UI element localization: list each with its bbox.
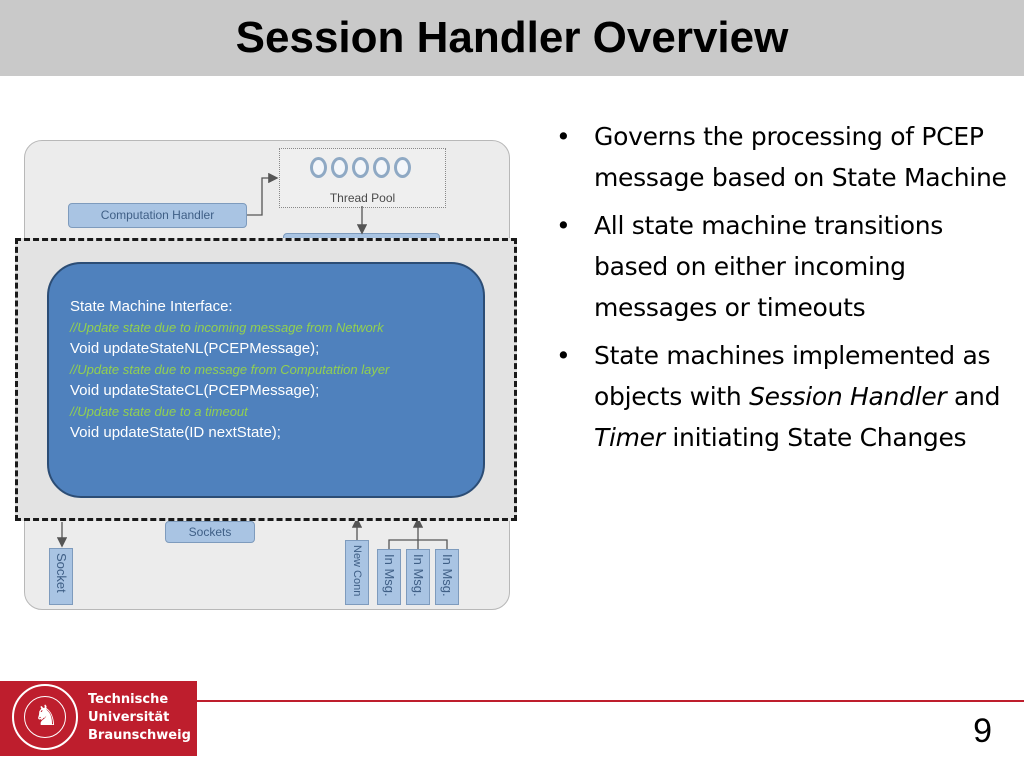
- university-name: Technische Universität Braunschweig: [88, 691, 191, 745]
- university-logo: ♞ Technische Universität Braunschweig: [0, 681, 197, 756]
- university-name-line: Braunschweig: [88, 728, 191, 743]
- arrow-computation-to-threadpool: [247, 172, 279, 216]
- bullet-text: State machines implemented as objects wi…: [594, 341, 1000, 452]
- page-number: 9: [973, 712, 992, 750]
- sm-method-update-nl: Void updateStateNL(PCEPMessage);: [70, 340, 320, 357]
- socket-box: Socket: [49, 548, 73, 605]
- title-bar: [0, 0, 1024, 76]
- bullet-text: All state machine transitions based on e…: [594, 211, 944, 322]
- sm-comment-network: //Update state due to incoming message f…: [70, 320, 384, 335]
- state-machine-interface-box: [47, 262, 485, 498]
- sm-method-update-cl: Void updateStateCL(PCEPMessage);: [70, 382, 320, 399]
- sm-comment-timeout: //Update state due to a timeout: [70, 404, 248, 419]
- in-msg-box: In Msg.: [435, 549, 459, 605]
- lion-icon: ♞: [33, 700, 59, 731]
- thread-icon: [331, 157, 348, 178]
- thread-pool-label: Thread Pool: [329, 191, 396, 205]
- thread-icon: [394, 157, 411, 178]
- sockets-box: Sockets: [165, 521, 255, 543]
- sm-comment-computation: //Update state due to message from Compu…: [70, 362, 390, 377]
- bullet-text-part: and: [946, 382, 1001, 411]
- thread-icon: [352, 157, 369, 178]
- thread-icon: [310, 157, 327, 178]
- in-msg-box: In Msg.: [406, 549, 430, 605]
- thread-icon: [373, 157, 390, 178]
- bullet-item: • Governs the processing of PCEP message…: [556, 116, 1018, 198]
- bullet-text-part: initiating State Changes: [664, 423, 967, 452]
- sm-heading: State Machine Interface:: [70, 298, 233, 315]
- bullet-item: • State machines implemented as objects …: [556, 335, 1018, 458]
- bullet-list: • Governs the processing of PCEP message…: [556, 116, 1018, 465]
- thread-pool-box: Thread Pool: [279, 148, 446, 208]
- state-machine-interface-text: State Machine Interface: //Update state …: [70, 296, 480, 443]
- footer-accent-line: [197, 700, 1024, 702]
- bullet-dot: •: [556, 211, 571, 240]
- arrow-from-inmsg: [388, 520, 448, 549]
- slide-title: Session Handler Overview: [235, 13, 789, 62]
- new-conn-box: New Conn: [345, 540, 369, 605]
- computation-handler-box: Computation Handler: [68, 203, 247, 228]
- seal-inner-ring: [24, 696, 66, 738]
- bullet-item: • All state machine transitions based on…: [556, 205, 1018, 328]
- sm-method-update-state: Void updateState(ID nextState);: [70, 424, 281, 441]
- university-seal-icon: ♞: [12, 684, 78, 750]
- university-name-line: Universität: [88, 710, 170, 725]
- bullet-text-part: State machines implemented as objects wi…: [594, 341, 991, 411]
- bullet-emphasis: Session Handler: [749, 382, 947, 411]
- bullet-emphasis: Timer: [594, 423, 665, 452]
- bullet-dot: •: [556, 341, 571, 370]
- university-name-line: Technische: [88, 692, 169, 707]
- bullet-text: Governs the processing of PCEP message b…: [594, 122, 1007, 192]
- bullet-dot: •: [556, 122, 571, 151]
- in-msg-box: In Msg.: [377, 549, 401, 605]
